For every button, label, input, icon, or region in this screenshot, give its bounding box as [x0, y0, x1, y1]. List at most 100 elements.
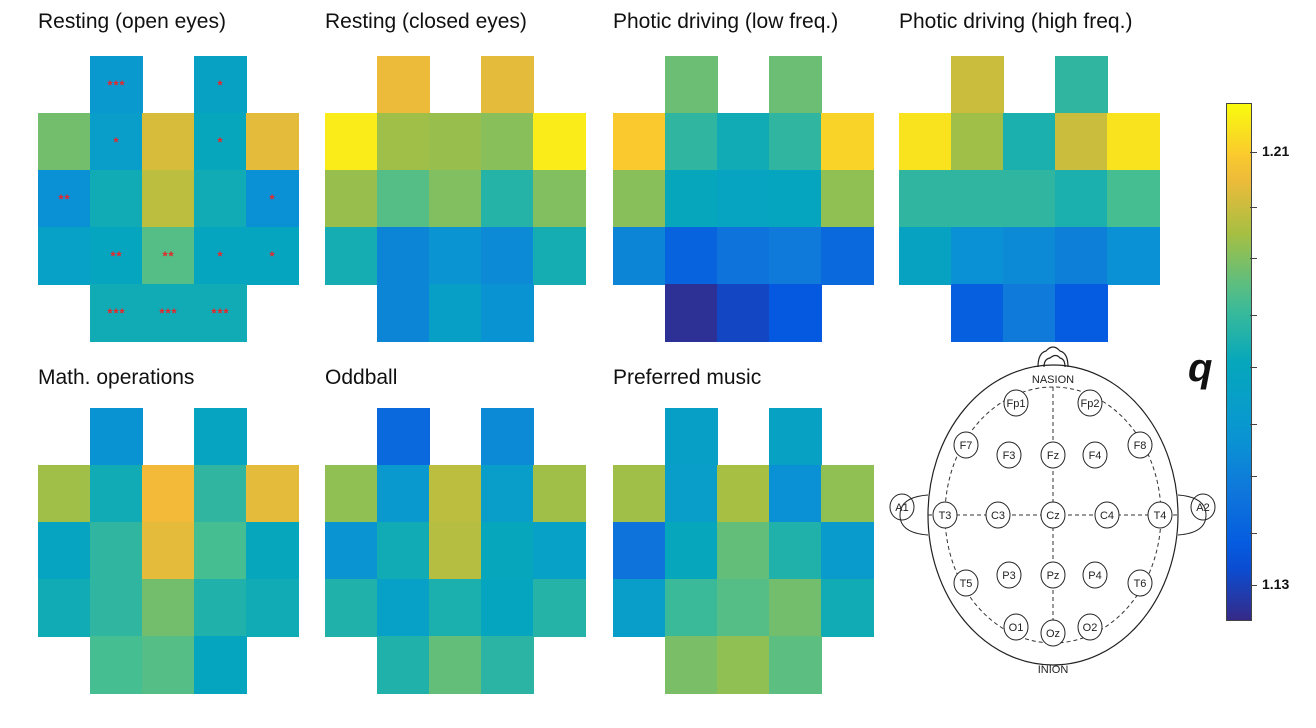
heatmap-cell	[142, 579, 195, 637]
electrode-t6: T6	[1127, 569, 1153, 597]
electrode-label: P4	[1088, 570, 1101, 582]
heatmap-cell	[533, 465, 586, 523]
electrode-label: Fp1	[1007, 398, 1026, 410]
heatmap-cell	[665, 113, 718, 171]
significance-mark: ***	[107, 77, 126, 93]
panel-title: Photic driving (high freq.)	[899, 10, 1133, 33]
electrode-cz: Cz	[1040, 501, 1066, 529]
electrode-label: F3	[1003, 450, 1016, 462]
heatmap-cell: *	[194, 113, 247, 171]
heatmap-cell	[1055, 284, 1108, 342]
electrode-fp1: Fp1	[1003, 389, 1029, 417]
heatmap-cell	[717, 113, 770, 171]
heatmap-cell	[899, 227, 952, 285]
electrode-label: T6	[1134, 578, 1147, 590]
heatmap-cell	[613, 227, 666, 285]
heatmap-cell	[951, 170, 1004, 228]
heatmap-cell	[821, 465, 874, 523]
heatmap-cell	[717, 284, 770, 342]
nasion-label: NASION	[1032, 374, 1074, 386]
colorbar-tick	[1250, 532, 1257, 534]
heatmap-cell	[821, 227, 874, 285]
heatmap-cell	[194, 408, 247, 466]
significance-mark: *	[269, 191, 276, 207]
heatmap-cell	[613, 522, 666, 580]
electrode-t3: T3	[932, 501, 958, 529]
heatmap-cell: ***	[194, 284, 247, 342]
colorbar-tick-label: 1.21	[1262, 142, 1290, 159]
heatmap-cell	[325, 170, 378, 228]
heatmap-cell	[717, 170, 770, 228]
heatmap-cell	[717, 227, 770, 285]
heatmap-cell: *	[194, 227, 247, 285]
electrode-label: C3	[991, 510, 1005, 522]
heatmap-cell	[429, 284, 482, 342]
colorbar-label: q	[1188, 346, 1213, 390]
heatmap-cell	[899, 113, 952, 171]
heatmap-cell	[769, 227, 822, 285]
heatmap-cell	[90, 170, 143, 228]
heatmap-cell	[665, 56, 718, 114]
heatmap-cell: *	[246, 170, 299, 228]
heatmap-cell	[1107, 227, 1160, 285]
heatmap-cell	[481, 227, 534, 285]
electrode-f8: F8	[1127, 431, 1153, 459]
colorbar-tick	[1250, 424, 1257, 426]
heatmap-cell	[951, 113, 1004, 171]
heatmap-cell	[377, 227, 430, 285]
panel-title: Oddball	[325, 366, 398, 389]
electrode-f3: F3	[996, 441, 1022, 469]
electrode-label: O1	[1009, 622, 1024, 634]
significance-mark: ***	[211, 305, 230, 321]
electrode-label: Oz	[1046, 628, 1060, 640]
electrode-label: F8	[1134, 440, 1147, 452]
electrode-c4: C4	[1094, 501, 1120, 529]
heatmap-cell	[821, 170, 874, 228]
heatmap-cell	[246, 522, 299, 580]
heatmap-cell	[717, 636, 770, 694]
heatmap-cell	[1003, 284, 1056, 342]
heatmap-cell	[613, 579, 666, 637]
electrode-fz: Fz	[1040, 441, 1066, 469]
significance-mark: *	[217, 248, 224, 264]
significance-mark: **	[110, 248, 123, 264]
heatmap-cell	[429, 636, 482, 694]
heatmap-cell	[481, 636, 534, 694]
heatmap-cell: *	[246, 227, 299, 285]
colorbar-tick	[1250, 206, 1257, 208]
electrode-label: F4	[1089, 450, 1102, 462]
heatmap-cell	[142, 113, 195, 171]
heatmap-cell	[769, 465, 822, 523]
heatmap-cell	[90, 579, 143, 637]
heatmap-cell	[90, 465, 143, 523]
heatmap-cell	[665, 170, 718, 228]
heatmap-cell	[429, 522, 482, 580]
heatmap-cell: ***	[142, 284, 195, 342]
heatmap-cell: ***	[90, 284, 143, 342]
electrode-label: A2	[1196, 502, 1209, 514]
heatmap-cell	[951, 56, 1004, 114]
heatmap-cell	[1003, 113, 1056, 171]
heatmap-cell	[613, 113, 666, 171]
heatmap-cell	[769, 113, 822, 171]
electrode-o1: O1	[1003, 613, 1029, 641]
heatmap-cell	[533, 522, 586, 580]
heatmap-cell	[481, 56, 534, 114]
heatmap-cell	[325, 113, 378, 171]
heatmap-cell	[481, 579, 534, 637]
heatmap-cell: **	[38, 170, 91, 228]
colorbar-tick	[1250, 367, 1257, 369]
heatmap-cell	[1107, 170, 1160, 228]
heatmap-cell	[769, 408, 822, 466]
electrode-label: A1	[895, 502, 908, 514]
heatmap-cell	[665, 465, 718, 523]
electrode-label: O2	[1083, 622, 1098, 634]
electrode-c3: C3	[985, 501, 1011, 529]
panel-title: Math. operations	[38, 366, 195, 389]
heatmap-cell	[769, 636, 822, 694]
heatmap-cell	[429, 227, 482, 285]
heatmap-cell: **	[142, 227, 195, 285]
heatmap-cell	[38, 579, 91, 637]
heatmap-cell	[194, 170, 247, 228]
